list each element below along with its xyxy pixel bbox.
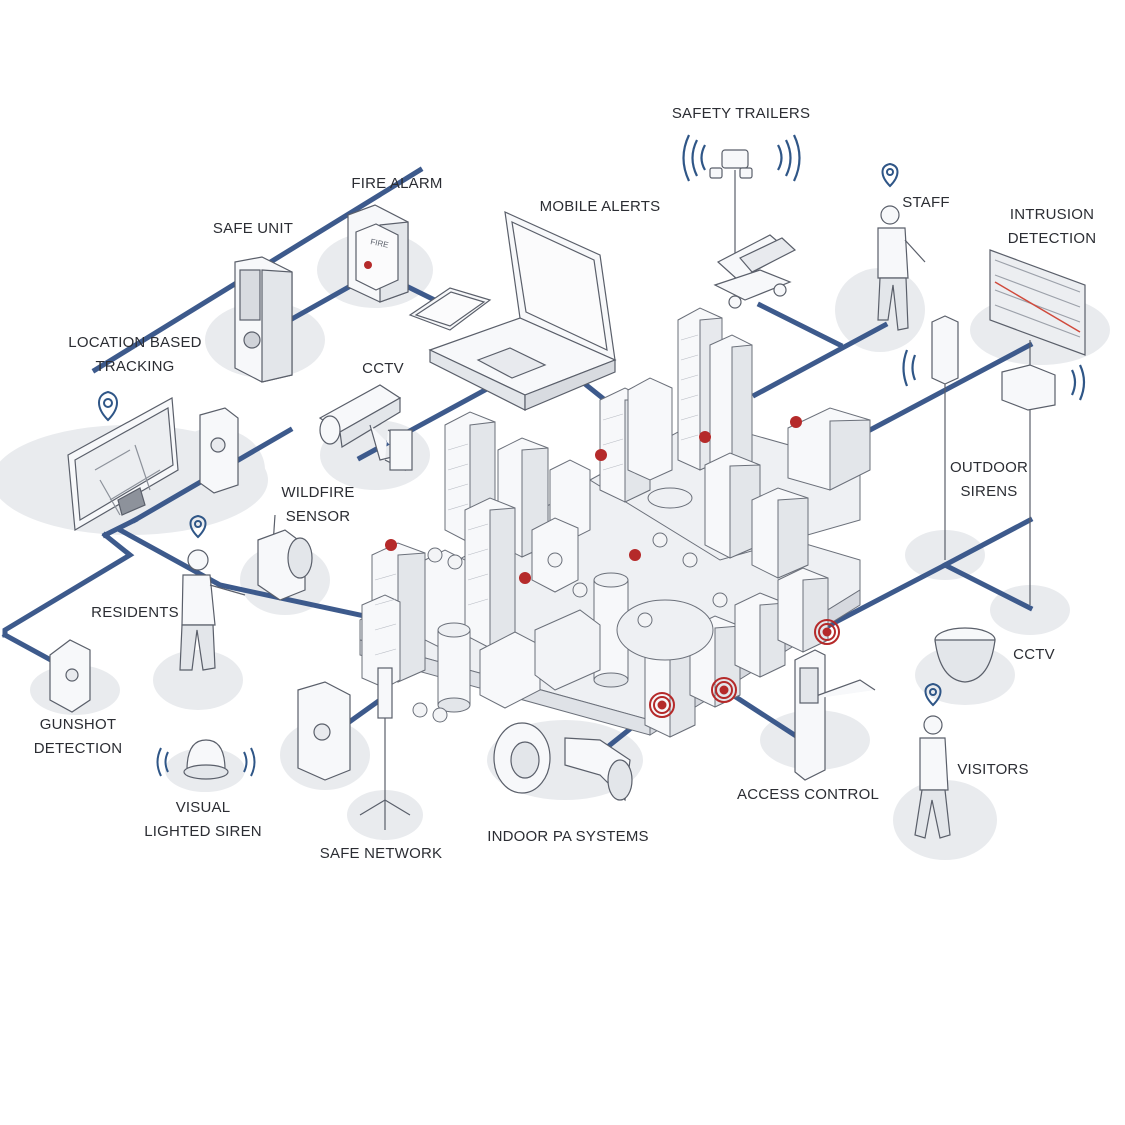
label-cctv-right: CCTV bbox=[1013, 646, 1055, 663]
label-gunshot-line1: GUNSHOT bbox=[39, 716, 117, 733]
building-right bbox=[787, 407, 871, 491]
label-gunshot-detection: GUNSHOT DETECTION bbox=[34, 713, 122, 761]
safe-unit-icon bbox=[234, 256, 293, 383]
label-safety-trailers: SAFETY TRAILERS bbox=[671, 105, 811, 122]
dome-camera-icon bbox=[934, 627, 996, 683]
label-visitors: VISITORS bbox=[957, 761, 1029, 778]
label-wildfire-line1: WILDFIRE bbox=[281, 484, 355, 501]
map-screen-icon bbox=[67, 397, 179, 531]
pulse-1 bbox=[814, 619, 840, 645]
stadium bbox=[534, 609, 601, 691]
label-wildfire-line2: SENSOR bbox=[285, 508, 351, 525]
label-sirens-line2: SIRENS bbox=[960, 483, 1018, 500]
label-intrusion-line1: INTRUSION bbox=[1009, 206, 1095, 223]
pulse-3 bbox=[711, 677, 737, 703]
city-block bbox=[359, 307, 871, 738]
tower-f bbox=[751, 487, 809, 579]
label-siren-line1: VISUAL bbox=[175, 799, 231, 816]
resident-person-icon bbox=[179, 549, 246, 671]
label-location-line2: TRACKING bbox=[95, 358, 175, 375]
speaker-icon bbox=[493, 722, 551, 794]
megaphone-icon bbox=[564, 737, 633, 802]
label-siren-line2: LIGHTED SIREN bbox=[144, 823, 262, 840]
tower-i bbox=[464, 497, 516, 649]
location-pin-icon bbox=[98, 390, 118, 422]
label-location-tracking: LOCATION BASED TRACKING bbox=[68, 331, 201, 379]
location-pin-icon bbox=[881, 162, 899, 188]
visual-siren-icon bbox=[183, 739, 229, 780]
label-fire-alarm: FIRE ALARM bbox=[351, 175, 443, 192]
wildfire-sensor-icon bbox=[257, 514, 313, 601]
label-cctv-top: CCTV bbox=[362, 360, 404, 377]
tower-l bbox=[361, 594, 401, 689]
label-access-control: ACCESS CONTROL bbox=[737, 786, 879, 803]
safety-trailer-icon bbox=[709, 149, 797, 309]
outdoor-siren-pole-icon bbox=[931, 315, 1056, 605]
location-pin-icon bbox=[189, 514, 207, 539]
id-badge-icon bbox=[199, 407, 239, 494]
label-intrusion-detection: INTRUSION DETECTION bbox=[1008, 203, 1096, 251]
building-low-center bbox=[479, 631, 541, 709]
label-wildfire-sensor: WILDFIRE SENSOR bbox=[281, 481, 354, 529]
label-location-line1: LOCATION BASED bbox=[68, 334, 202, 351]
pulse-2 bbox=[649, 692, 675, 718]
alert-dots bbox=[385, 416, 802, 584]
round-tower-left bbox=[437, 622, 471, 713]
label-safe-network: SAFE NETWORK bbox=[319, 845, 443, 862]
location-pin-icon bbox=[924, 682, 942, 707]
label-mobile-alerts: MOBILE ALERTS bbox=[539, 198, 661, 215]
window-hatching bbox=[374, 334, 699, 656]
signal-waves-icon bbox=[902, 349, 1086, 401]
visitor-person-icon bbox=[914, 715, 951, 839]
label-gunshot-line2: DETECTION bbox=[33, 740, 123, 757]
tower-r bbox=[777, 567, 829, 653]
trees bbox=[412, 532, 728, 723]
label-staff: STAFF bbox=[902, 194, 950, 211]
label-residents: RESIDENTS bbox=[91, 604, 179, 621]
label-indoor-pa: INDOOR PA SYSTEMS bbox=[487, 828, 649, 845]
fire-alarm-icon bbox=[347, 204, 409, 303]
staff-person-icon bbox=[877, 205, 926, 331]
tower-d bbox=[627, 377, 673, 481]
intrusion-fence-icon bbox=[989, 249, 1086, 356]
label-outdoor-sirens: OUTDOOR SIRENS bbox=[950, 456, 1028, 504]
phone-icon bbox=[408, 287, 492, 331]
tower-b bbox=[709, 334, 753, 481]
label-safe-unit: SAFE UNIT bbox=[212, 220, 294, 237]
fire-sign-text: FIRE bbox=[370, 237, 390, 250]
laptop-icon bbox=[428, 211, 617, 411]
alert-pulses bbox=[649, 619, 840, 718]
signal-waves-icon bbox=[682, 134, 801, 182]
signal-waves-icon bbox=[156, 747, 256, 777]
door-lock-icon bbox=[794, 649, 876, 781]
gunshot-sensor-icon bbox=[49, 639, 91, 713]
label-sirens-line1: OUTDOOR bbox=[949, 459, 1029, 476]
cctv-camera-icon bbox=[318, 384, 413, 471]
label-intrusion-line2: DETECTION bbox=[1007, 230, 1097, 247]
label-visual-lighted-siren: VISUAL LIGHTED SIREN bbox=[144, 796, 262, 844]
tower-o bbox=[644, 642, 696, 738]
safe-network-icon bbox=[297, 667, 411, 830]
